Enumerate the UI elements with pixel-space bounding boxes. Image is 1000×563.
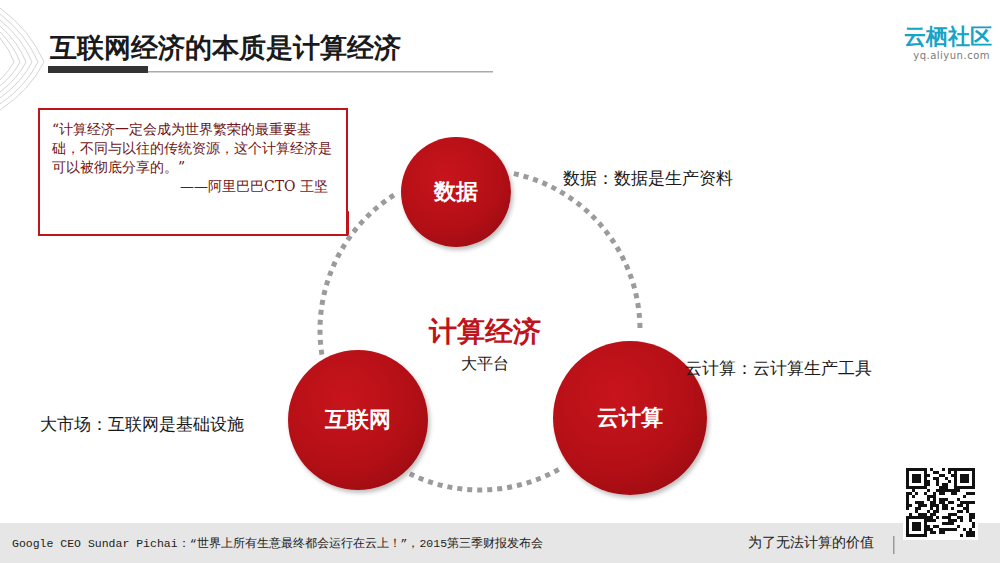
- quote-text: “计算经济一定会成为世界繁荣的最重要基础，不同与以往的传统资源，这个计算经济是可…: [52, 120, 334, 177]
- center-subtitle: 大平台: [461, 354, 509, 375]
- qr-code: [903, 465, 978, 540]
- quote-attribution: ——阿里巴巴CTO 王坚: [52, 177, 334, 196]
- quote-callout: “计算经济一定会成为世界繁荣的最重要基础，不同与以往的传统资源，这个计算经济是可…: [38, 108, 348, 236]
- cloud-circle: 云计算: [553, 341, 707, 495]
- footer-band: [0, 523, 1000, 563]
- data-note: 数据：数据是生产资料: [563, 167, 733, 190]
- footer-quote: Google CEO Sundar Pichai：“世界上所有生意最终都会运行在…: [12, 536, 543, 551]
- title-underline-line: [148, 71, 493, 73]
- slide-title: 互联网经济的本质是计算经济: [50, 30, 401, 66]
- internet-circle: 互联网: [288, 350, 428, 490]
- logo-url: yq.aliyun.com: [913, 50, 990, 61]
- title-underline-bar: [48, 66, 148, 73]
- circle-label: 互联网: [325, 405, 391, 435]
- dotted-cycle-arc: [410, 469, 559, 490]
- footer-slogan: 为了无法计算的价值: [748, 534, 874, 552]
- data-circle: 数据: [401, 137, 511, 247]
- footer-separator: [893, 536, 895, 554]
- logo-text: 云栖社区: [904, 22, 992, 52]
- circle-label: 云计算: [597, 403, 663, 433]
- corner-swirl: [0, 8, 44, 110]
- cloud-note: 云计算：云计算生产工具: [685, 357, 872, 380]
- dotted-cycle-arc: [514, 174, 640, 331]
- center-title: 计算经济: [429, 313, 541, 351]
- circle-label: 数据: [434, 177, 478, 207]
- internet-note: 大市场：互联网是基础设施: [40, 413, 244, 436]
